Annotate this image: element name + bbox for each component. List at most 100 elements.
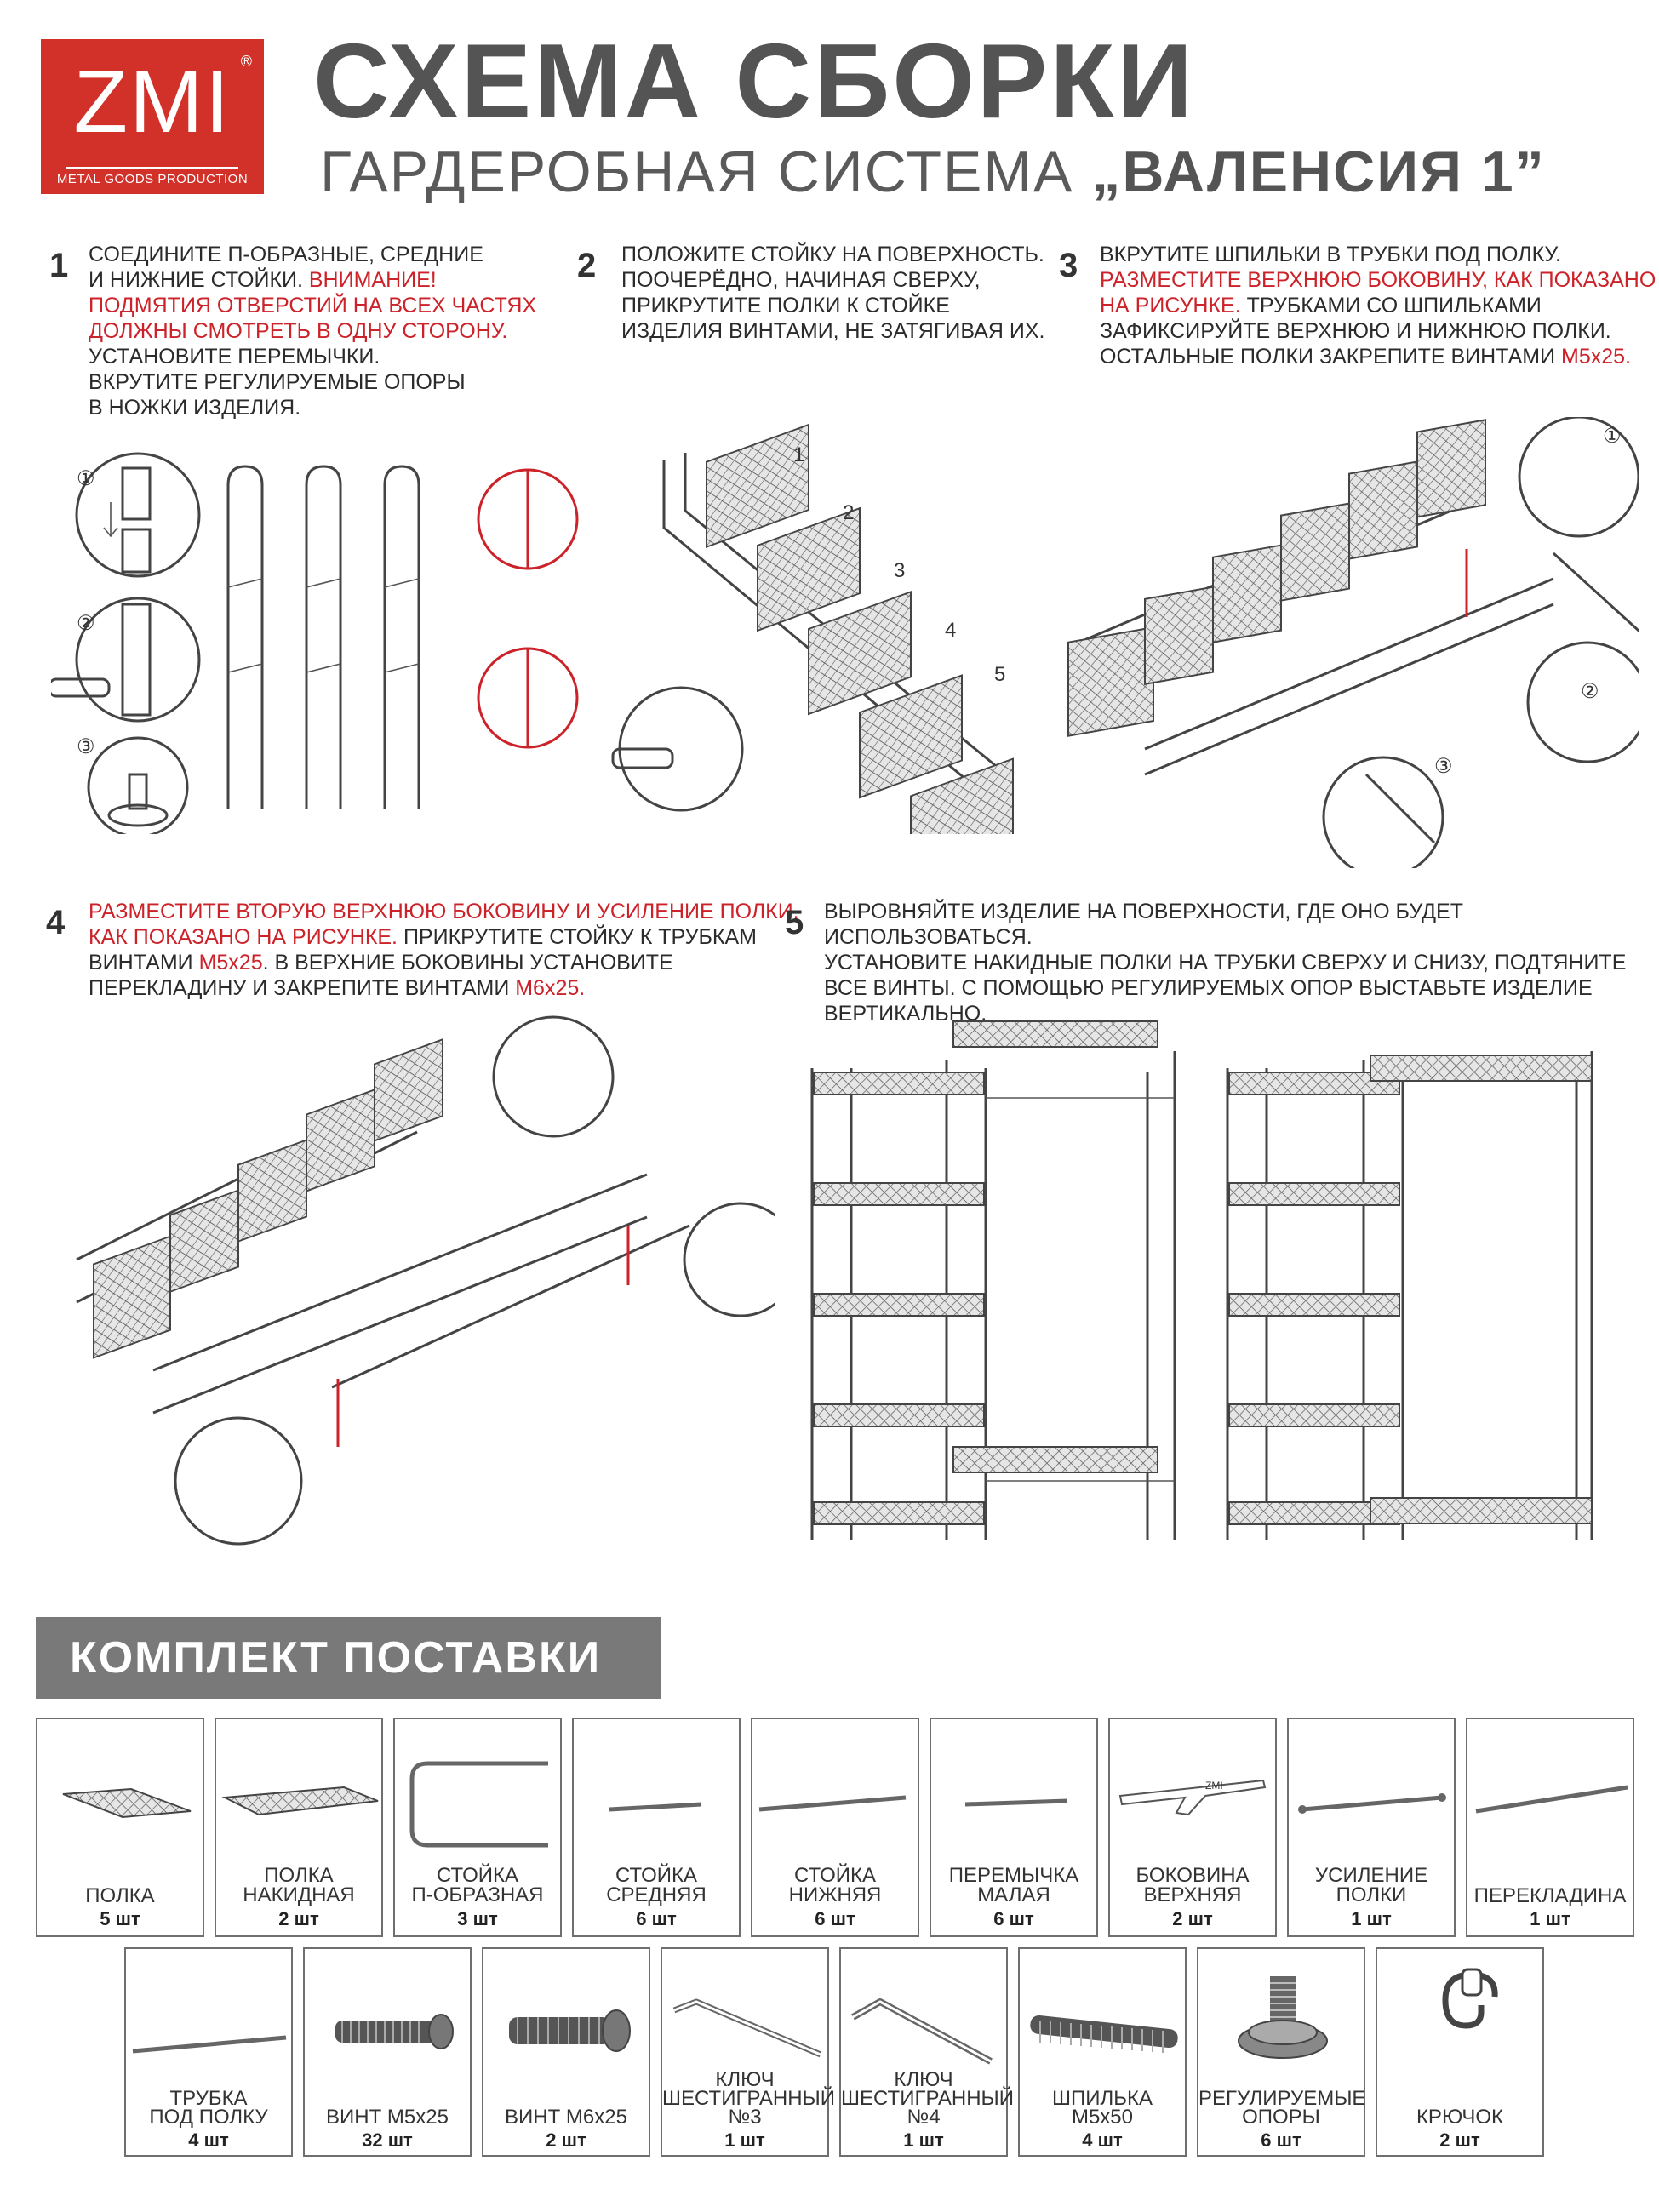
step-5-line: ВЫРОВНЯЙТЕ ИЗДЕЛИЕ НА ПОВЕРХНОСТИ, ГДЕ О… — [824, 900, 1463, 949]
kit-item-qty: 2 шт — [278, 1908, 319, 1929]
kit-item-name: ТРУБКА — [169, 2087, 248, 2110]
small-bar-icon — [964, 1798, 1068, 1807]
step-3-line-part: ОСТАЛЬНЫЕ ПОЛКИ ЗАКРЕПИТЕ ВИНТАМИ — [1100, 345, 1562, 369]
kit-item-name: ШЕСТИГРАННЫЙ — [662, 2087, 836, 2110]
shelf-label-1: 1 — [793, 443, 804, 466]
shelf-icon — [62, 1787, 192, 1819]
kit-item-name: ВИНТ М5х25 — [326, 2106, 449, 2129]
stud-detail-circle — [1518, 417, 1639, 538]
kit-item-name: КЛЮЧ — [715, 2068, 775, 2091]
step-3-line-tail: ТРУБКАМИ СО ШПИЛЬКАМИ — [1240, 294, 1542, 317]
top-side-icon: ZMI — [1118, 1779, 1267, 1816]
screw-m5-icon — [335, 2014, 454, 2049]
step-4-line-part: ВИНТАМИ — [89, 951, 199, 975]
kit-item-qty: 4 шт — [188, 2129, 229, 2151]
step-1-line-part: И НИЖНИЕ СТОЙКИ. — [89, 268, 309, 292]
step-4-line-part: КАК ПОКАЗАНО НА РИСУНКЕ. — [89, 925, 398, 949]
assembled-wardrobe — [1226, 1051, 1593, 1540]
shelf-tube-icon — [132, 2035, 287, 2054]
step-5-number: 5 — [785, 904, 804, 941]
step-2-line: ПРИКРУТИТЕ ПОЛКИ К СТОЙКЕ — [621, 294, 950, 317]
kit-item-u-post: СТОЙКА П-ОБРАЗНАЯ 3 шт — [393, 1718, 562, 1937]
kit-item-qty: 2 шт — [1172, 1908, 1213, 1929]
callout-1: ① — [77, 467, 95, 490]
step-4-text: РАЗМЕСТИТЕ ВТОРУЮ ВЕРХНЮЮ БОКОВИНУ И УСИ… — [89, 899, 799, 1001]
kit-section-header: КОМПЛЕКТ ПОСТАВКИ — [36, 1617, 661, 1699]
registered-mark: ® — [240, 53, 252, 70]
step-4-illustration — [76, 1015, 775, 1546]
step-2-line: ПООЧЕРЁДНО, НАЧИНАЯ СВЕРХУ, — [621, 268, 981, 292]
callout-3: ③ — [77, 735, 95, 758]
side-detail-circle — [1526, 641, 1639, 763]
step-3-line-part: НА РИСУНКЕ. — [1100, 294, 1241, 317]
step-2-illustration: 1 2 3 4 5 — [611, 423, 1014, 834]
kit-item-qty: 1 шт — [1530, 1908, 1570, 1929]
kit-item-name: ВЕРХНЯЯ — [1143, 1883, 1242, 1906]
step-4-line: КАК ПОКАЗАНО НА РИСУНКЕ. ПРИКРУТИТЕ СТОЙ… — [89, 924, 799, 950]
kit-item-name: П-ОБРАЗНАЯ — [411, 1883, 544, 1906]
kit-item-qty: 6 шт — [636, 1908, 677, 1929]
step-3-number: 3 — [1059, 247, 1078, 284]
step-5-line: ВСЕ ВИНТЫ. С ПОМОЩЬЮ РЕГУЛИРУЕМЫХ ОПОР В… — [824, 976, 1593, 1000]
step-3-line: ОСТАЛЬНЫЕ ПОЛКИ ЗАКРЕПИТЕ ВИНТАМИ М5х25. — [1100, 344, 1656, 369]
exploded-wardrobe — [810, 1020, 1176, 1540]
step-1-number: 1 — [49, 247, 69, 284]
hex-key-3-icon — [672, 1998, 822, 2058]
shelf-label-3: 3 — [894, 559, 905, 582]
step-4-screw-spec: М5х25 — [198, 951, 263, 975]
step-3-line: РАЗМЕСТИТЕ ВЕРХНЮЮ БОКОВИНУ, КАК ПОКАЗАН… — [1100, 268, 1656, 292]
kit-item-shelf: ПОЛКА 5 шт — [36, 1718, 204, 1937]
step-4-line: РАЗМЕСТИТЕ ВТОРУЮ ВЕРХНЮЮ БОКОВИНУ И УСИ… — [89, 900, 799, 923]
kit-item-name: ПОД ПОЛКУ — [149, 2106, 268, 2129]
kit-item-name: КРЮЧОК — [1416, 2106, 1504, 2129]
detail-circle-2: ② — [51, 597, 201, 723]
subtitle-prefix: ГАРДЕРОБНАЯ СИСТЕМА — [320, 140, 1074, 204]
kit-item-name: СРЕДНЯЯ — [606, 1883, 707, 1906]
side-stamp: ZMI — [1205, 1780, 1223, 1792]
kit-item-hex-key-3: КЛЮЧ ШЕСТИГРАННЫЙ №3 1 шт — [661, 1947, 836, 2157]
step-2-line: ПОЛОЖИТЕ СТОЙКУ НА ПОВЕРХНОСТЬ. — [621, 243, 1044, 266]
kit-item-adjustable-foot: РЕГУЛИРУЕМЫЕ ОПОРЫ 6 шт — [1197, 1947, 1365, 2157]
kit-item-qty: 2 шт — [1439, 2129, 1480, 2151]
step-3-illustration: ① ② ③ — [1067, 417, 1639, 868]
shelf-label-2: 2 — [843, 501, 854, 524]
step-4-line-tail: . В ВЕРХНИЕ БОКОВИНЫ УСТАНОВИТЕ — [262, 951, 673, 975]
kit-item-name: ШЕСТИГРАННЫЙ — [841, 2087, 1015, 2110]
kit-item-name: ПОЛКИ — [1336, 1883, 1407, 1906]
detail-circle-1: ① — [75, 452, 201, 578]
kit-item-qty: 32 шт — [362, 2129, 413, 2151]
subtitle-model: „ВАЛЕНСИЯ 1” — [1091, 140, 1546, 204]
callout-3: ③ — [1434, 755, 1453, 778]
logo-mark: ZMI — [73, 53, 232, 151]
step-5-line: УСТАНОВИТЕ НАКИДНЫЕ ПОЛКИ НА ТРУБКИ СВЕР… — [824, 951, 1627, 975]
step-4-line: ВИНТАМИ М5х25. В ВЕРХНИЕ БОКОВИНЫ УСТАНО… — [89, 950, 799, 975]
step-1-line-warning: ВНИМАНИЕ! — [308, 268, 437, 292]
lower-post-icon — [758, 1795, 907, 1812]
step-4-number: 4 — [46, 904, 66, 941]
kit-item-name: МАЛАЯ — [977, 1883, 1050, 1906]
kit-item-name: КЛЮЧ — [894, 2068, 953, 2091]
step-5-illustration — [810, 1020, 1593, 1540]
step-1-line: СОЕДИНИТЕ П-ОБРАЗНЫЕ, СРЕДНИЕ — [89, 243, 483, 266]
step-3-line: ЗАФИКСИРУЙТЕ ВЕРХНЮЮ И НИЖНЮЮ ПОЛКИ. — [1100, 319, 1611, 343]
step-4-line-tail: ПРИКРУТИТЕ СТОЙКУ К ТРУБКАМ — [398, 925, 757, 949]
kit-item-qty: 6 шт — [1261, 2129, 1301, 2151]
kit-item-name: ПЕРЕМЫЧКА — [948, 1864, 1079, 1887]
logo-divider — [66, 167, 238, 169]
kit-item-hook: КРЮЧОК 2 шт — [1376, 1947, 1544, 2157]
overlay-shelf-icon — [221, 1786, 379, 1816]
kit-item-qty: 6 шт — [815, 1908, 855, 1929]
step-1-text: СОЕДИНИТЕ П-ОБРАЗНЫЕ, СРЕДНИЕ И НИЖНИЕ С… — [89, 242, 536, 420]
shelf-label-4: 4 — [945, 619, 956, 642]
step-4-line: ПЕРЕКЛАДИНУ И ЗАКРЕПИТЕ ВИНТАМИ М6х25. — [89, 975, 799, 1001]
step-1-line: ДОЛЖНЫ СМОТРЕТЬ В ОДНУ СТОРОНУ. — [89, 319, 508, 343]
logo-tagline: METAL GOODS PRODUCTION — [56, 172, 249, 186]
step-3-screw-spec: М5х25. — [1561, 345, 1632, 369]
kit-item-qty: 6 шт — [993, 1908, 1034, 1929]
tube-detail-circle — [174, 1416, 303, 1546]
kit-item-name: СТОЙКА — [615, 1864, 698, 1887]
step-1-line: И НИЖНИЕ СТОЙКИ. ВНИМАНИЕ! — [89, 267, 536, 293]
step-3-line: ВКРУТИТЕ ШПИЛЬКИ В ТРУБКИ ПОД ПОЛКУ. — [1100, 243, 1561, 266]
tube-detail-circle — [1322, 756, 1444, 868]
crossbar-icon — [1475, 1785, 1628, 1814]
